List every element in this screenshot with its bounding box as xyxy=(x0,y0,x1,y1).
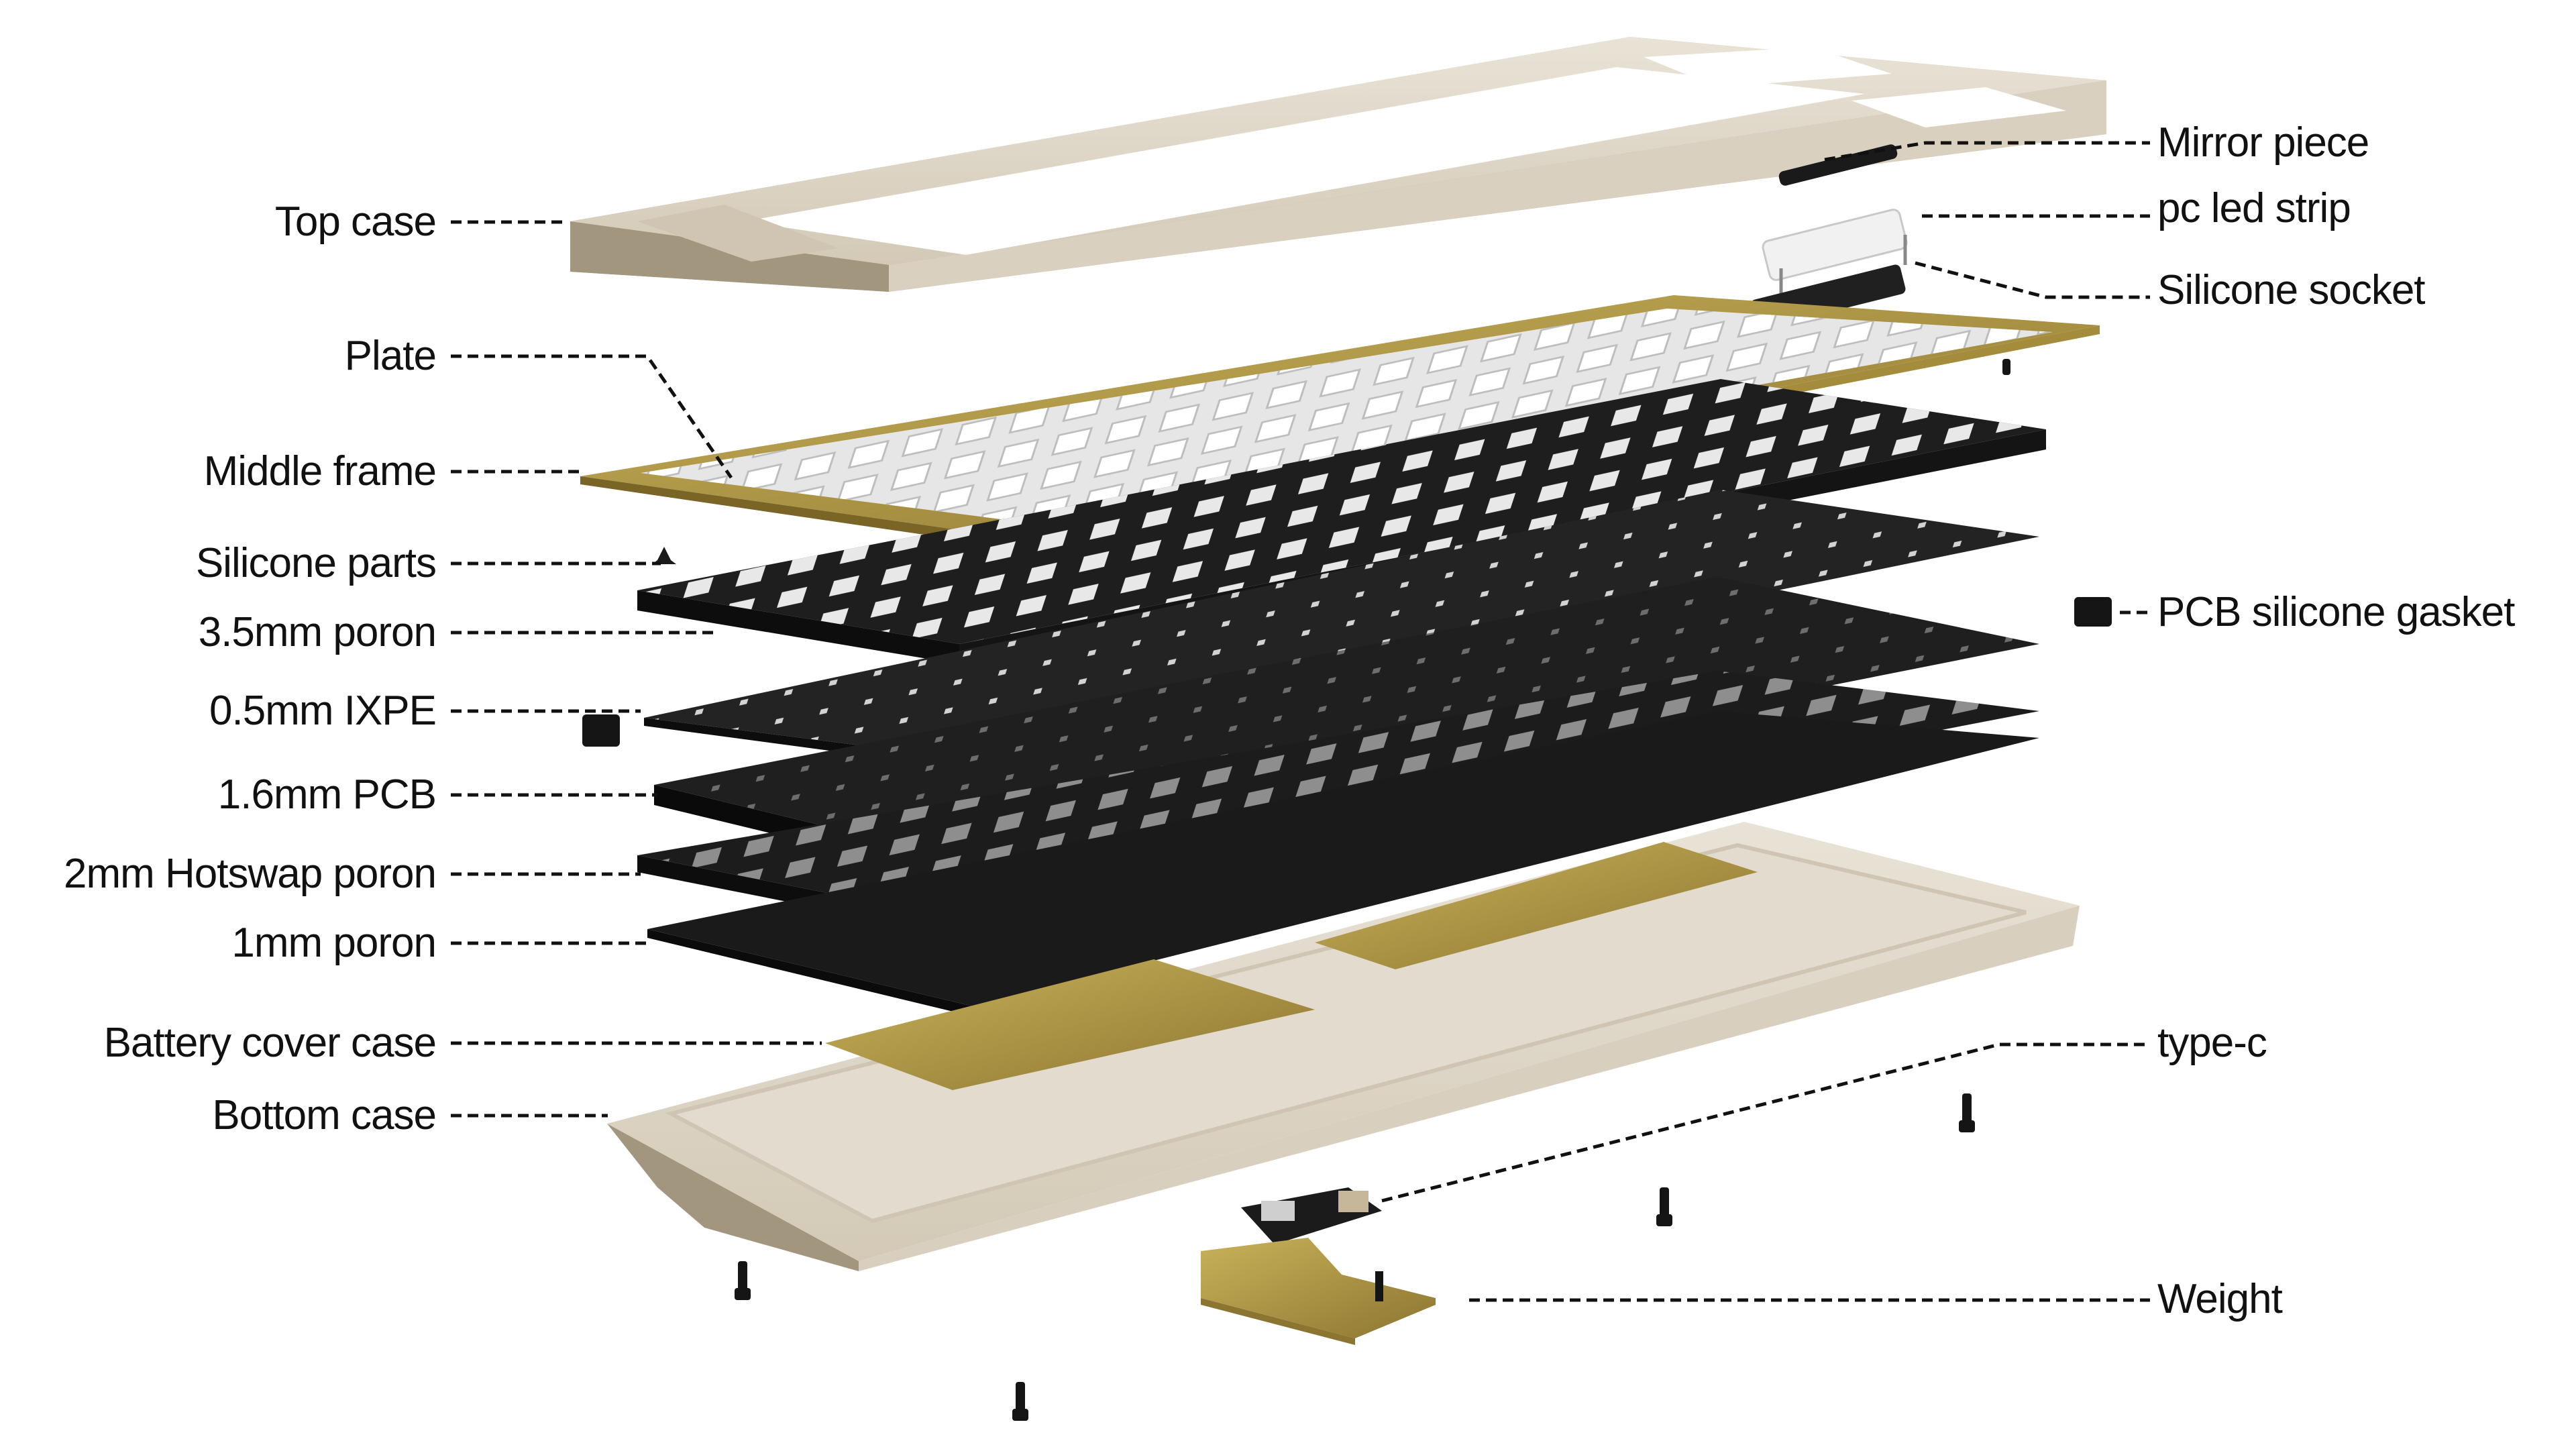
label-middle-frame: Middle frame xyxy=(203,448,437,494)
label-poron-3-5mm: 3.5mm poron xyxy=(198,609,437,655)
poron-1mm-part xyxy=(647,711,2039,1016)
label-weight: Weight xyxy=(2157,1276,2283,1322)
label-battery-cover-case: Battery cover case xyxy=(103,1020,437,1066)
pcb-silicone-gasket-part xyxy=(2074,597,2112,627)
bottom-case-part xyxy=(607,822,2080,1271)
label-plate: Plate xyxy=(344,333,437,379)
label-mirror-piece: Mirror piece xyxy=(2157,119,2369,166)
silicone-part-icon xyxy=(652,547,676,564)
label-silicone-socket: Silicone socket xyxy=(2157,267,2426,313)
label-pcb-1-6mm: 1.6mm PCB xyxy=(217,771,437,818)
plate-and-middle-frame-part xyxy=(580,295,2100,547)
label-poron-1mm: 1mm poron xyxy=(231,920,437,966)
weight-part xyxy=(1201,1238,1436,1345)
label-pcb-silicone-gasket: PCB silicone gasket xyxy=(2157,589,2515,635)
label-silicone-parts: Silicone parts xyxy=(195,540,437,586)
type-c-part xyxy=(1241,1187,1382,1244)
leader-lines xyxy=(451,141,2150,1302)
label-pc-led-strip: pc led strip xyxy=(2157,185,2351,231)
leader-mirror-piece xyxy=(1824,141,2150,162)
label-ixpe-0-5mm: 0.5mm IXPE xyxy=(209,688,437,734)
label-hotswap-poron-2mm: 2mm Hotswap poron xyxy=(63,851,437,897)
label-type-c: type-c xyxy=(2157,1020,2267,1066)
label-bottom-case: Bottom case xyxy=(212,1092,437,1138)
label-top-case: Top case xyxy=(274,199,437,245)
top-case-part xyxy=(570,37,2106,292)
leader-plate xyxy=(451,354,733,479)
screws xyxy=(735,359,2010,1421)
ixpe-side-gasket-part xyxy=(582,714,620,747)
leader-silicone-socket xyxy=(1915,261,2150,299)
mirror-piece-part xyxy=(1778,144,1898,186)
